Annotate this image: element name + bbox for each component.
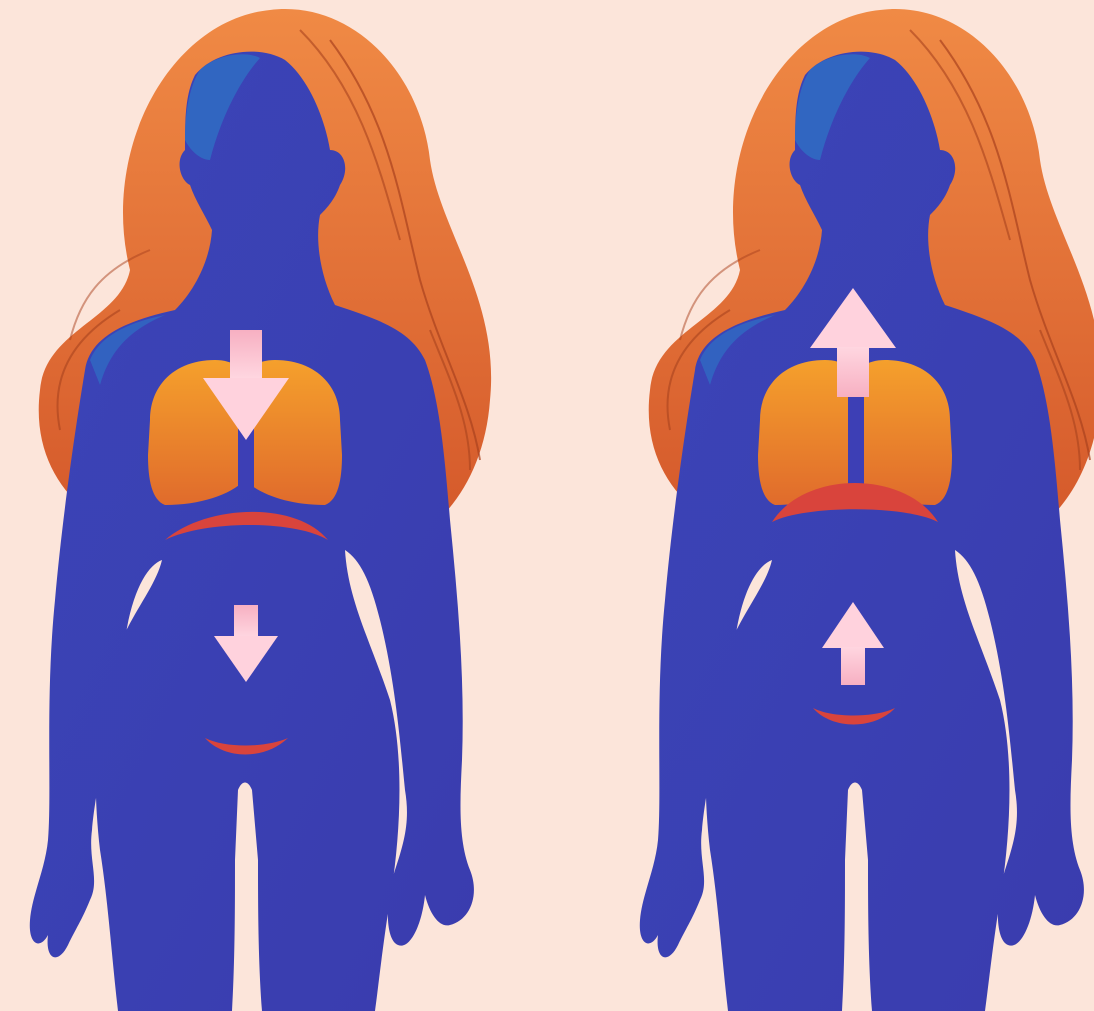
diagram-canvas [0, 0, 1094, 1011]
breathing-diagram [0, 0, 1094, 1011]
